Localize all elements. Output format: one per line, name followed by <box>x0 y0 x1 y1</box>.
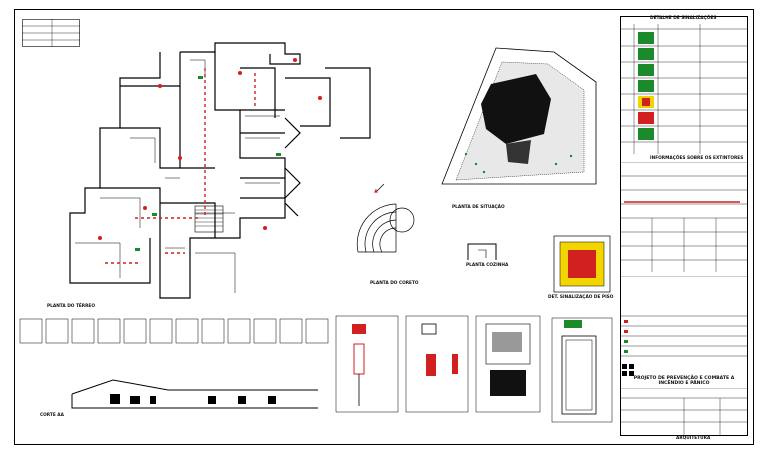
sheet-label: ARQUITETURA <box>676 436 711 441</box>
label-planta-terreo: PLANTA DO TÉRREO <box>47 304 96 309</box>
label-planta-cozinha: PLANTA COZINHA <box>466 263 509 268</box>
info-header: INFORMAÇÕES SOBRE OS EXTINTORES <box>650 156 744 161</box>
section-aa <box>71 379 318 409</box>
legend-header: DETALHE DE SINALIZAÇÕES <box>650 16 717 21</box>
sheet-border <box>14 9 754 445</box>
gazebo-plan: ▲ <box>356 183 415 253</box>
ground-floor-plan <box>69 42 371 299</box>
project-title: PROJETO DE PREVENÇÃO E COMBATE A INCÊNDI… <box>633 376 735 386</box>
label-sinalizacao-piso: DET. SINALIZAÇÃO DE PISO <box>548 295 614 300</box>
equipment-details <box>335 315 541 413</box>
legend-table <box>620 24 748 154</box>
logo-icon <box>622 364 634 376</box>
label-planta-coreto: PLANTA DO CORETO <box>370 281 419 286</box>
kitchen-plan <box>467 243 497 260</box>
label-planta-situacao: PLANTA DE SITUAÇÃO <box>452 205 505 210</box>
svg-text:▲: ▲ <box>374 188 378 194</box>
situation-plan <box>441 47 597 185</box>
notes-table <box>620 276 748 357</box>
title-block-grid <box>620 388 748 436</box>
room-tags <box>19 318 329 344</box>
info-table <box>620 162 748 272</box>
area-table <box>22 19 80 47</box>
door-detail <box>551 317 613 423</box>
label-corte-aa: CORTE AA <box>40 413 64 418</box>
floor-signal-detail <box>553 235 611 293</box>
